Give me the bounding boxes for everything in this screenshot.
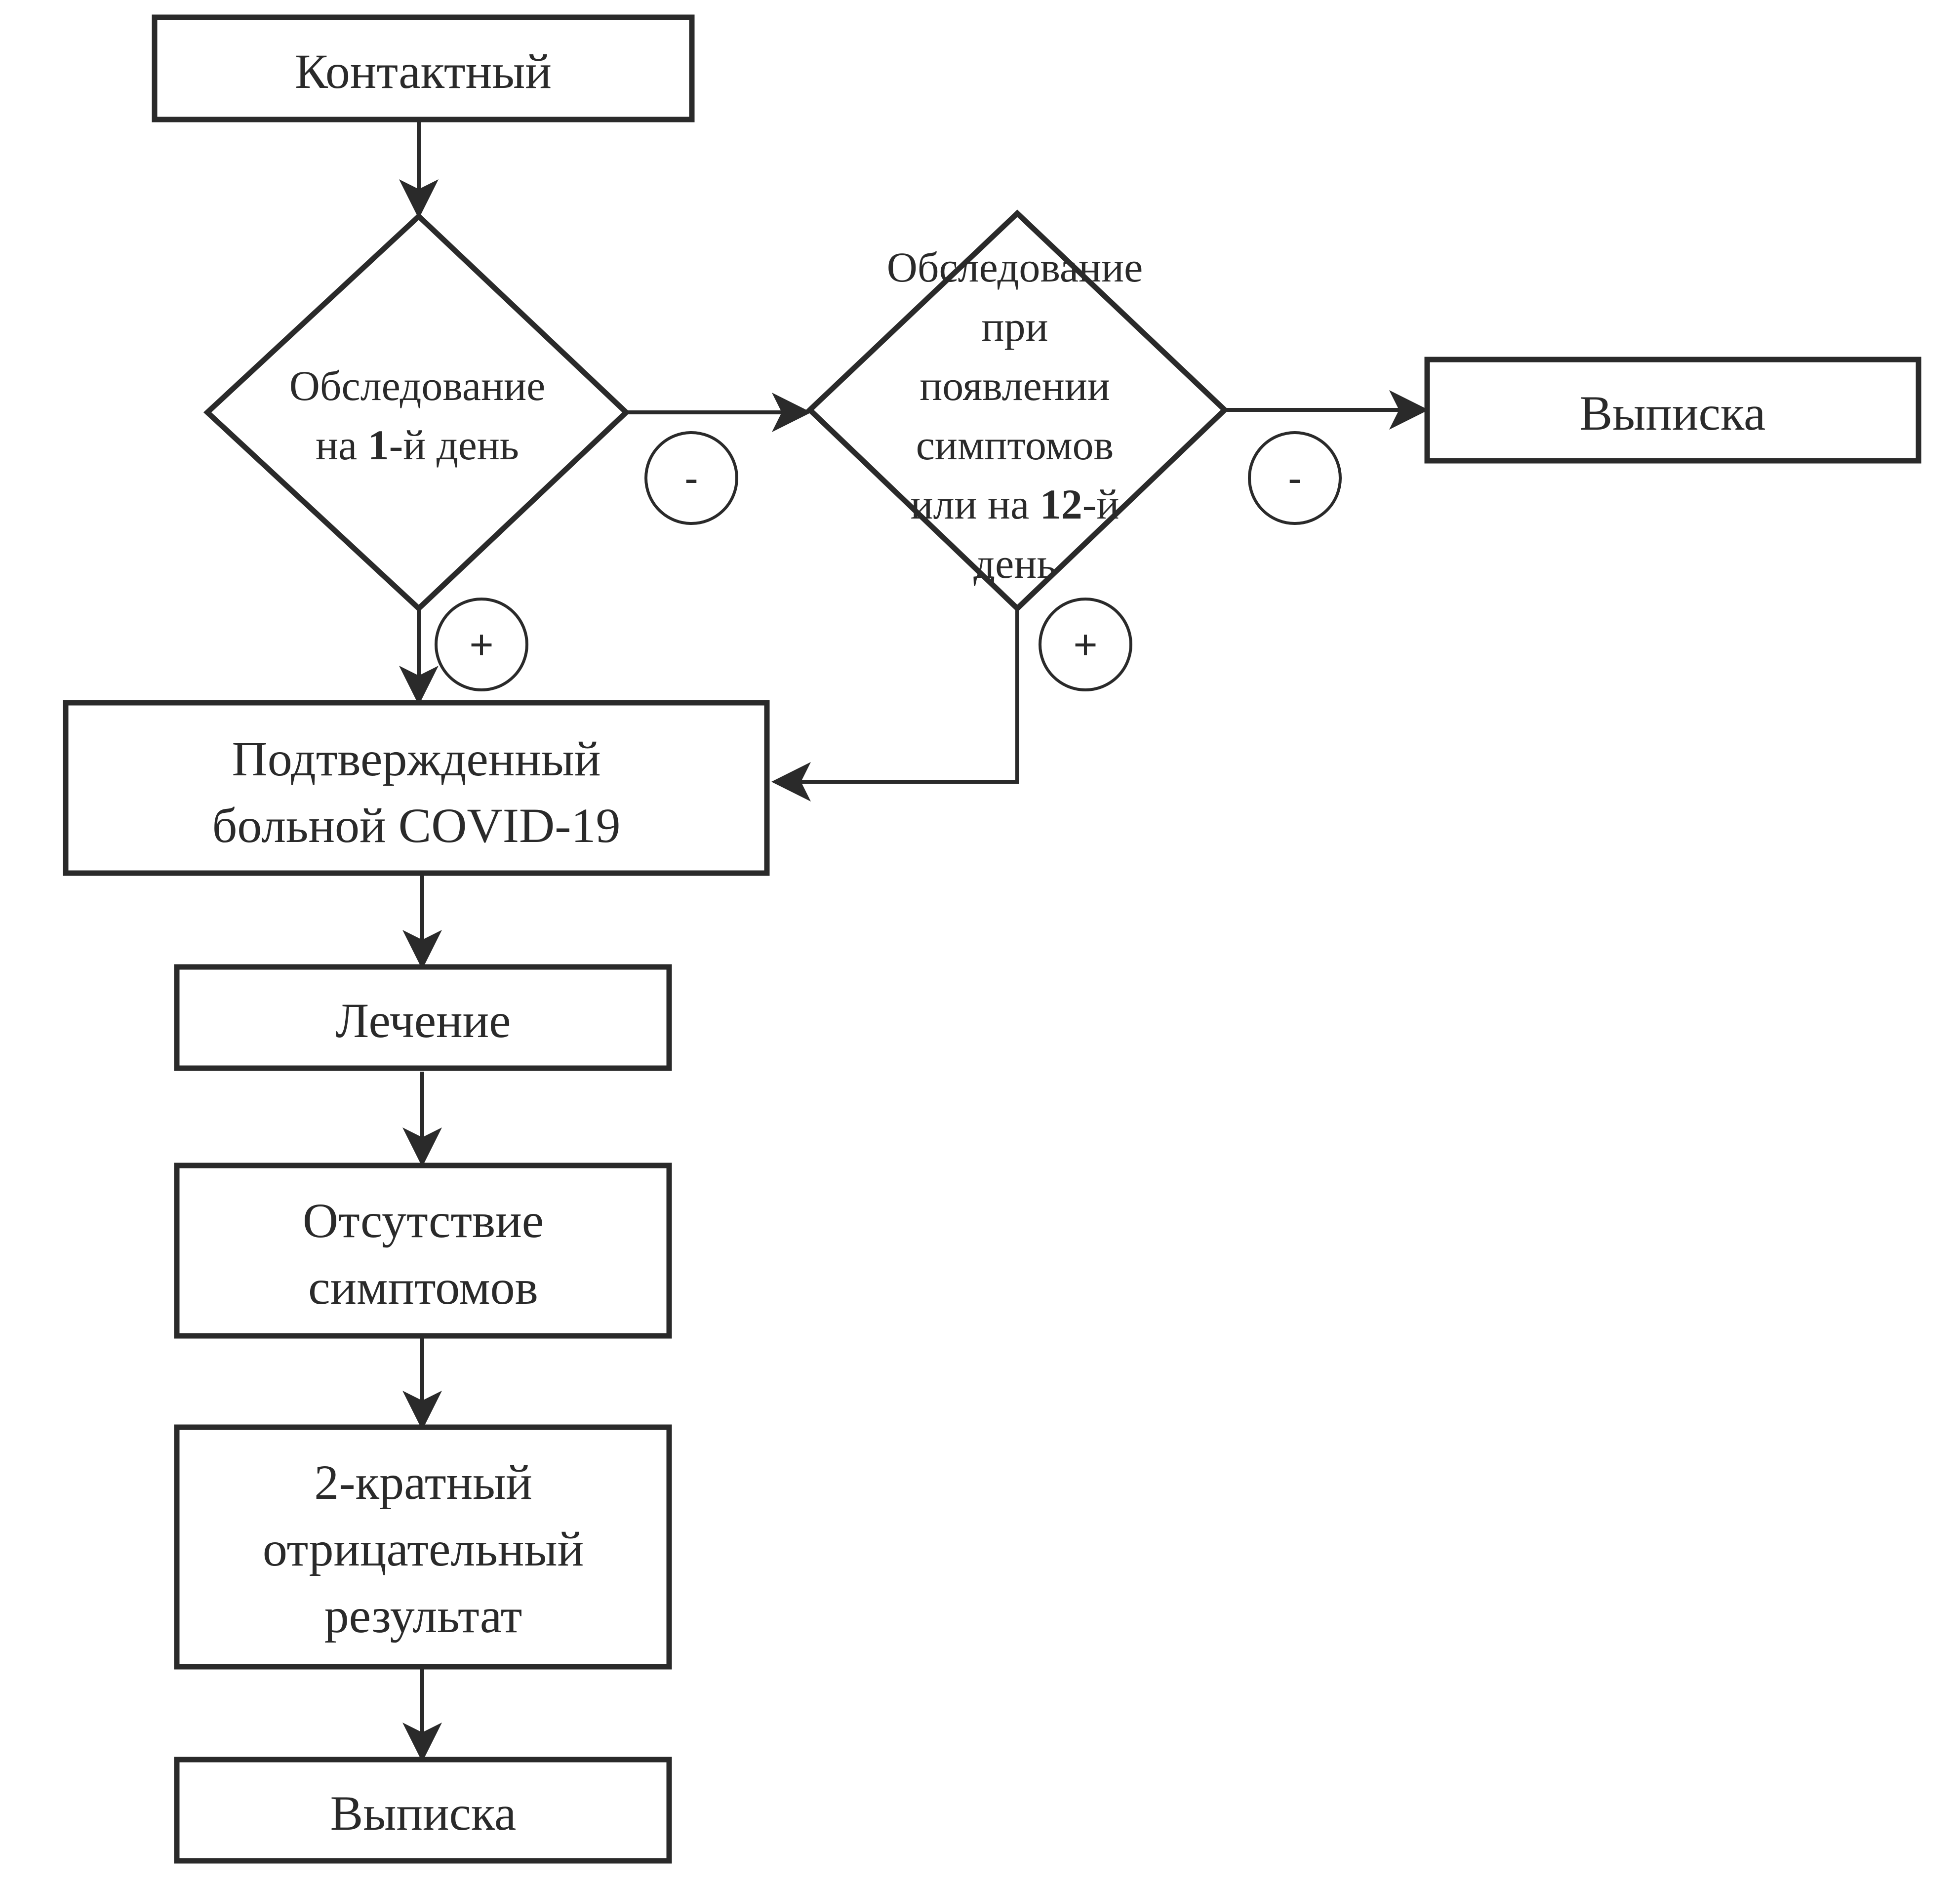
node-contact-label: Контактный — [295, 44, 552, 99]
svg-text:-: - — [684, 455, 698, 501]
node-discharge-bottom: Выписка — [174, 1757, 672, 1864]
node-confirmed-line2: больной COVID-19 — [212, 798, 620, 853]
node-exam-symptoms-line1: Обследование — [887, 243, 1143, 291]
svg-text:+: + — [469, 621, 493, 668]
node-exam-symptoms-line4: симптомов — [916, 421, 1114, 469]
node-contact: Контактный — [152, 14, 695, 122]
node-discharge-right: Выписка — [1424, 357, 1921, 464]
node-no-symptoms-line2: симптомов — [308, 1260, 538, 1315]
node-double-negative-line3: результат — [324, 1588, 522, 1643]
node-confirmed: Подтвержденный больной COVID-19 — [63, 700, 770, 876]
node-discharge-bottom-label: Выписка — [330, 1786, 517, 1841]
node-exam-symptoms-line6: день — [973, 540, 1056, 587]
badge-plus-2: + — [1039, 598, 1132, 691]
node-no-symptoms-line1: Отсутствие — [303, 1193, 544, 1248]
node-treatment: Лечение — [174, 964, 672, 1071]
svg-text:+: + — [1073, 621, 1097, 668]
node-exam-symptoms-line3: появлении — [920, 362, 1110, 409]
node-discharge-right-label: Выписка — [1580, 386, 1766, 441]
node-confirmed-line1: Подтвержденный — [232, 731, 600, 786]
node-no-symptoms: Отсутствие симптомов — [174, 1163, 672, 1339]
node-exam-day1-line1: Обследование — [289, 362, 546, 409]
node-exam-day1: Обследование на 1-й день — [203, 212, 631, 612]
node-exam-symptoms: Обследование при появлении симптомов или… — [806, 209, 1229, 612]
node-exam-symptoms-line5: или на 12-й — [911, 481, 1120, 528]
badge-plus-1: + — [435, 598, 528, 691]
badge-minus-1: - — [644, 431, 738, 525]
badge-minus-2: - — [1248, 431, 1342, 525]
node-exam-symptoms-line2: при — [981, 303, 1048, 350]
node-double-negative-line2: отрицательный — [263, 1522, 584, 1576]
node-exam-day1-line2: на 1-й день — [316, 421, 519, 469]
svg-text:-: - — [1288, 455, 1302, 501]
node-double-negative-line1: 2-кратный — [314, 1455, 532, 1510]
node-double-negative: 2-кратный отрицательный результат — [174, 1424, 672, 1670]
node-treatment-label: Лечение — [335, 993, 511, 1048]
edge-exam-symptoms-to-confirmed — [771, 610, 1019, 802]
